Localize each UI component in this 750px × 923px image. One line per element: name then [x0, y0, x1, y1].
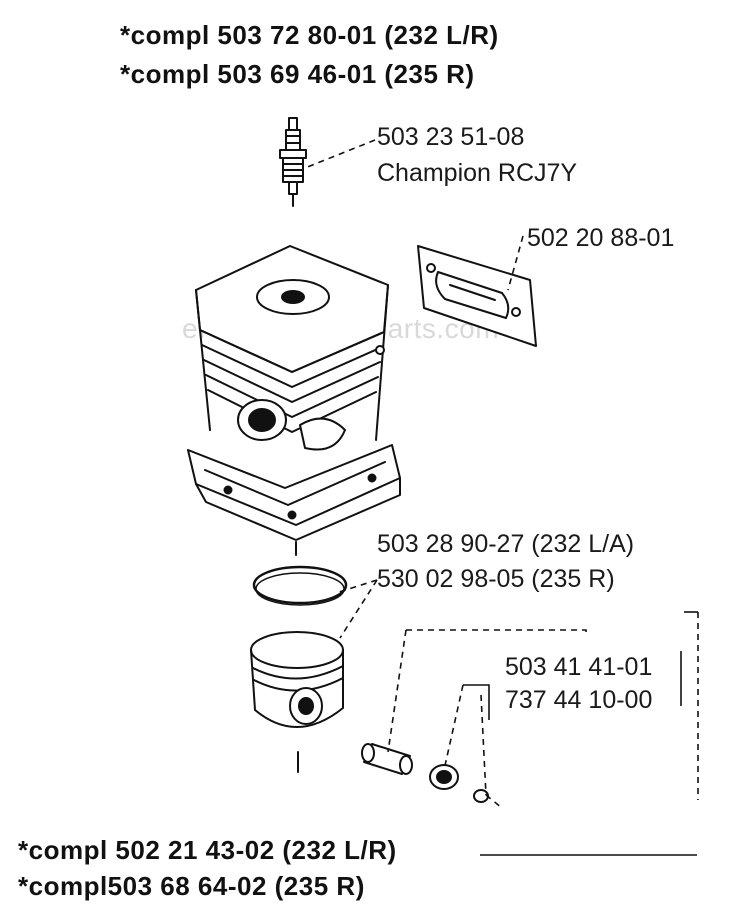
cylinder-drawing [187, 245, 401, 541]
piston-ring-part-number-235: 530 02 98-05 (235 R) [377, 565, 615, 593]
piston-ring-drawing [252, 565, 348, 606]
assembly-number-235: *compl 503 69 46-01 (235 R) [120, 59, 475, 89]
needle-bearing-drawing [429, 764, 459, 790]
piston-assembly-number-232: *compl 502 21 43-02 (232 L/R) [18, 835, 397, 865]
piston-pin-part-number-2: 737 44 10-00 [505, 686, 653, 714]
piston-pin-part-number-1: 503 41 41-01 [505, 653, 653, 681]
piston-pin-drawing [361, 743, 413, 775]
piston-assembly-number-235: *compl503 68 64-02 (235 R) [18, 871, 365, 901]
spark-plug-drawing [279, 117, 307, 207]
spark-plug-model: Champion RCJ7Y [377, 159, 578, 187]
spark-plug-part-number: 503 23 51-08 [377, 123, 525, 151]
gasket-drawing [417, 245, 537, 347]
piston-ring-part-number-232: 503 28 90-27 (232 L/A) [377, 530, 635, 558]
piston-drawing [250, 631, 344, 773]
gasket-part-number: 502 20 88-01 [527, 224, 675, 252]
assembly-number-232: *compl 503 72 80-01 (232 L/R) [120, 20, 499, 50]
circlip-drawing [473, 789, 489, 803]
